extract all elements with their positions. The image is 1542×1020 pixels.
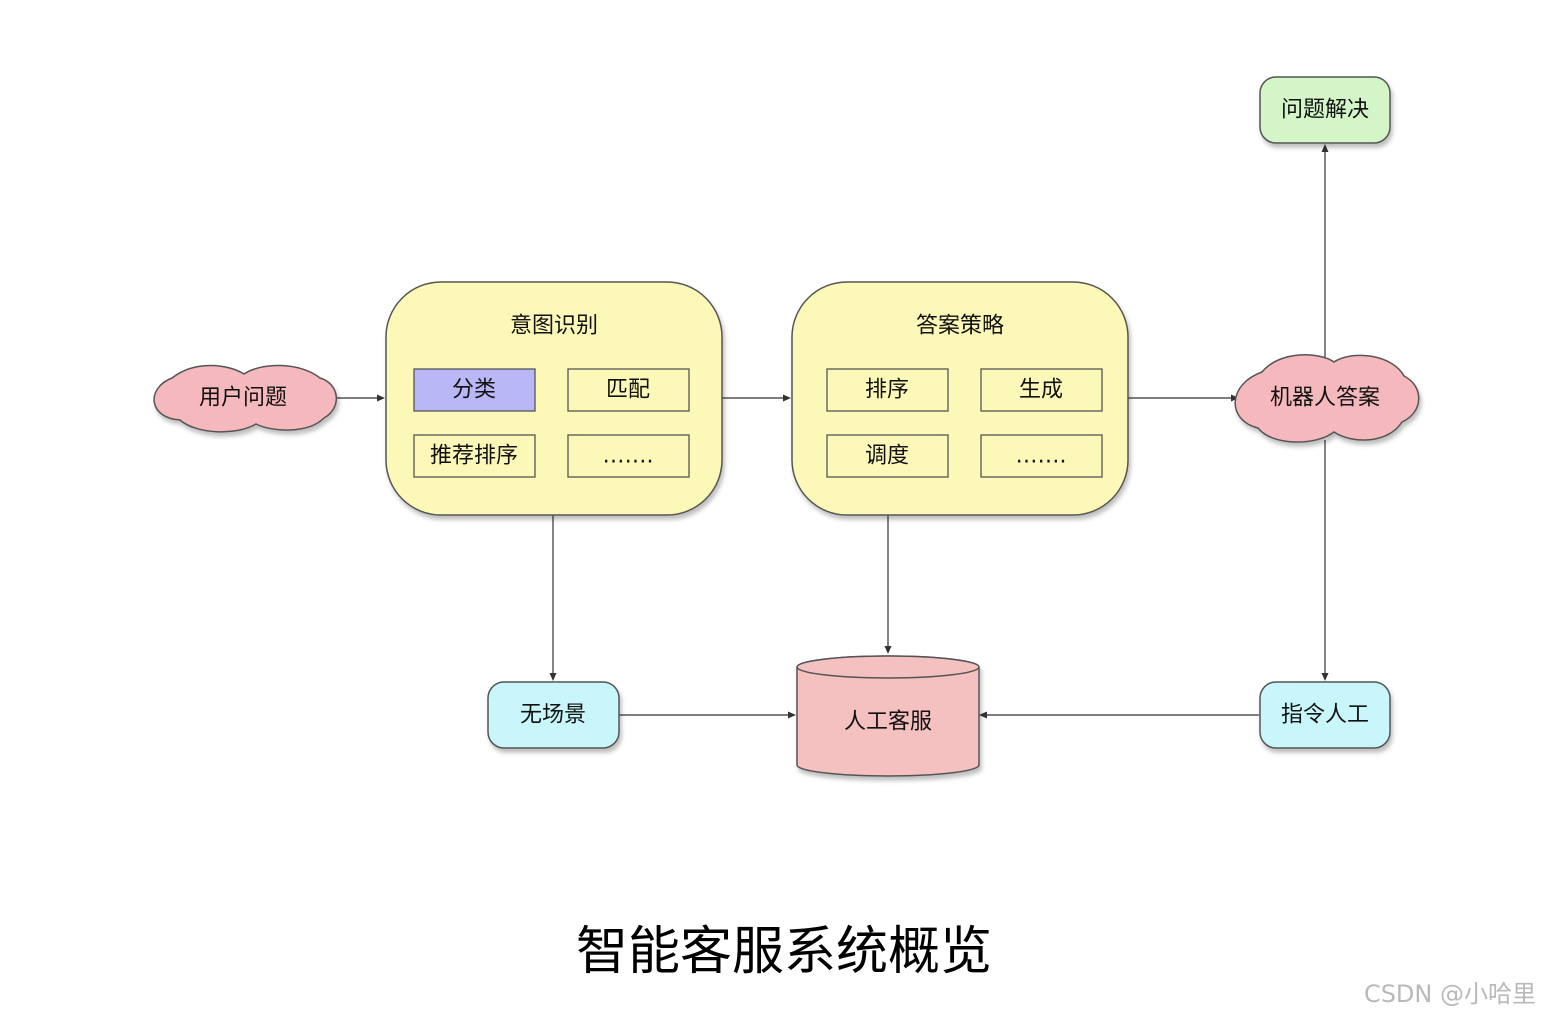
edge-answer-to-robot [1128,394,1239,402]
edge-noscene-to-human [619,711,796,719]
intent-cell-recommend-sort: 推荐排序 [413,434,536,478]
intent-cell-recommend-sort-label: 推荐排序 [430,444,518,469]
no-scene-node: 无场景 [487,681,620,749]
user-question-label: 用户问题 [199,386,287,411]
answer-cell-generate-label: 生成 [1019,378,1063,403]
answer-cell-more: ……. [980,434,1103,478]
intent-cell-classify-label: 分类 [452,378,496,403]
answer-cell-dispatch-label: 调度 [865,444,909,469]
human-service-node: 人工客服 [796,655,980,777]
answer-cell-sort-label: 排序 [865,378,909,403]
watermark-text: CSDN @小哈里 [1364,980,1536,1008]
command-human-label: 指令人工 [1281,703,1369,728]
robot-answer-node [1234,354,1420,443]
command-human-node: 指令人工 [1259,681,1391,749]
intent-panel-title: 意图识别 [510,314,598,339]
edge-command-to-human [979,711,1259,719]
answer-cell-dispatch: 调度 [826,434,949,478]
problem-solved-label: 问题解决 [1281,98,1369,123]
answer-cell-sort: 排序 [826,368,949,412]
intent-cell-match: 匹配 [567,368,690,412]
no-scene-label: 无场景 [520,703,586,728]
answer-panel: 答案策略 排序 生成 调度 ……. [791,281,1129,516]
edge-robot-to-solved [1321,144,1329,357]
edge-intent-to-answer [722,394,791,402]
human-service-label: 人工客服 [844,710,932,735]
edge-robot-to-command [1321,440,1329,681]
intent-cell-match-label: 匹配 [606,378,650,403]
edge-intent-to-noscene [549,515,557,681]
answer-panel-title: 答案策略 [916,314,1004,339]
intent-cell-more-label: ……. [603,444,654,469]
robot-answer-label: 机器人答案 [1270,386,1380,411]
problem-solved-node: 问题解决 [1259,76,1391,144]
user-question-node [153,364,338,433]
edge-question-to-intent [336,394,385,402]
answer-cell-more-label: ……. [1016,444,1067,469]
diagram-caption: 智能客服系统概览 [576,922,992,982]
intent-panel: 意图识别 分类 匹配 推荐排序 ……. [385,281,723,516]
intent-cell-classify: 分类 [413,368,536,412]
intent-cell-more: ……. [567,434,690,478]
answer-cell-generate: 生成 [980,368,1103,412]
